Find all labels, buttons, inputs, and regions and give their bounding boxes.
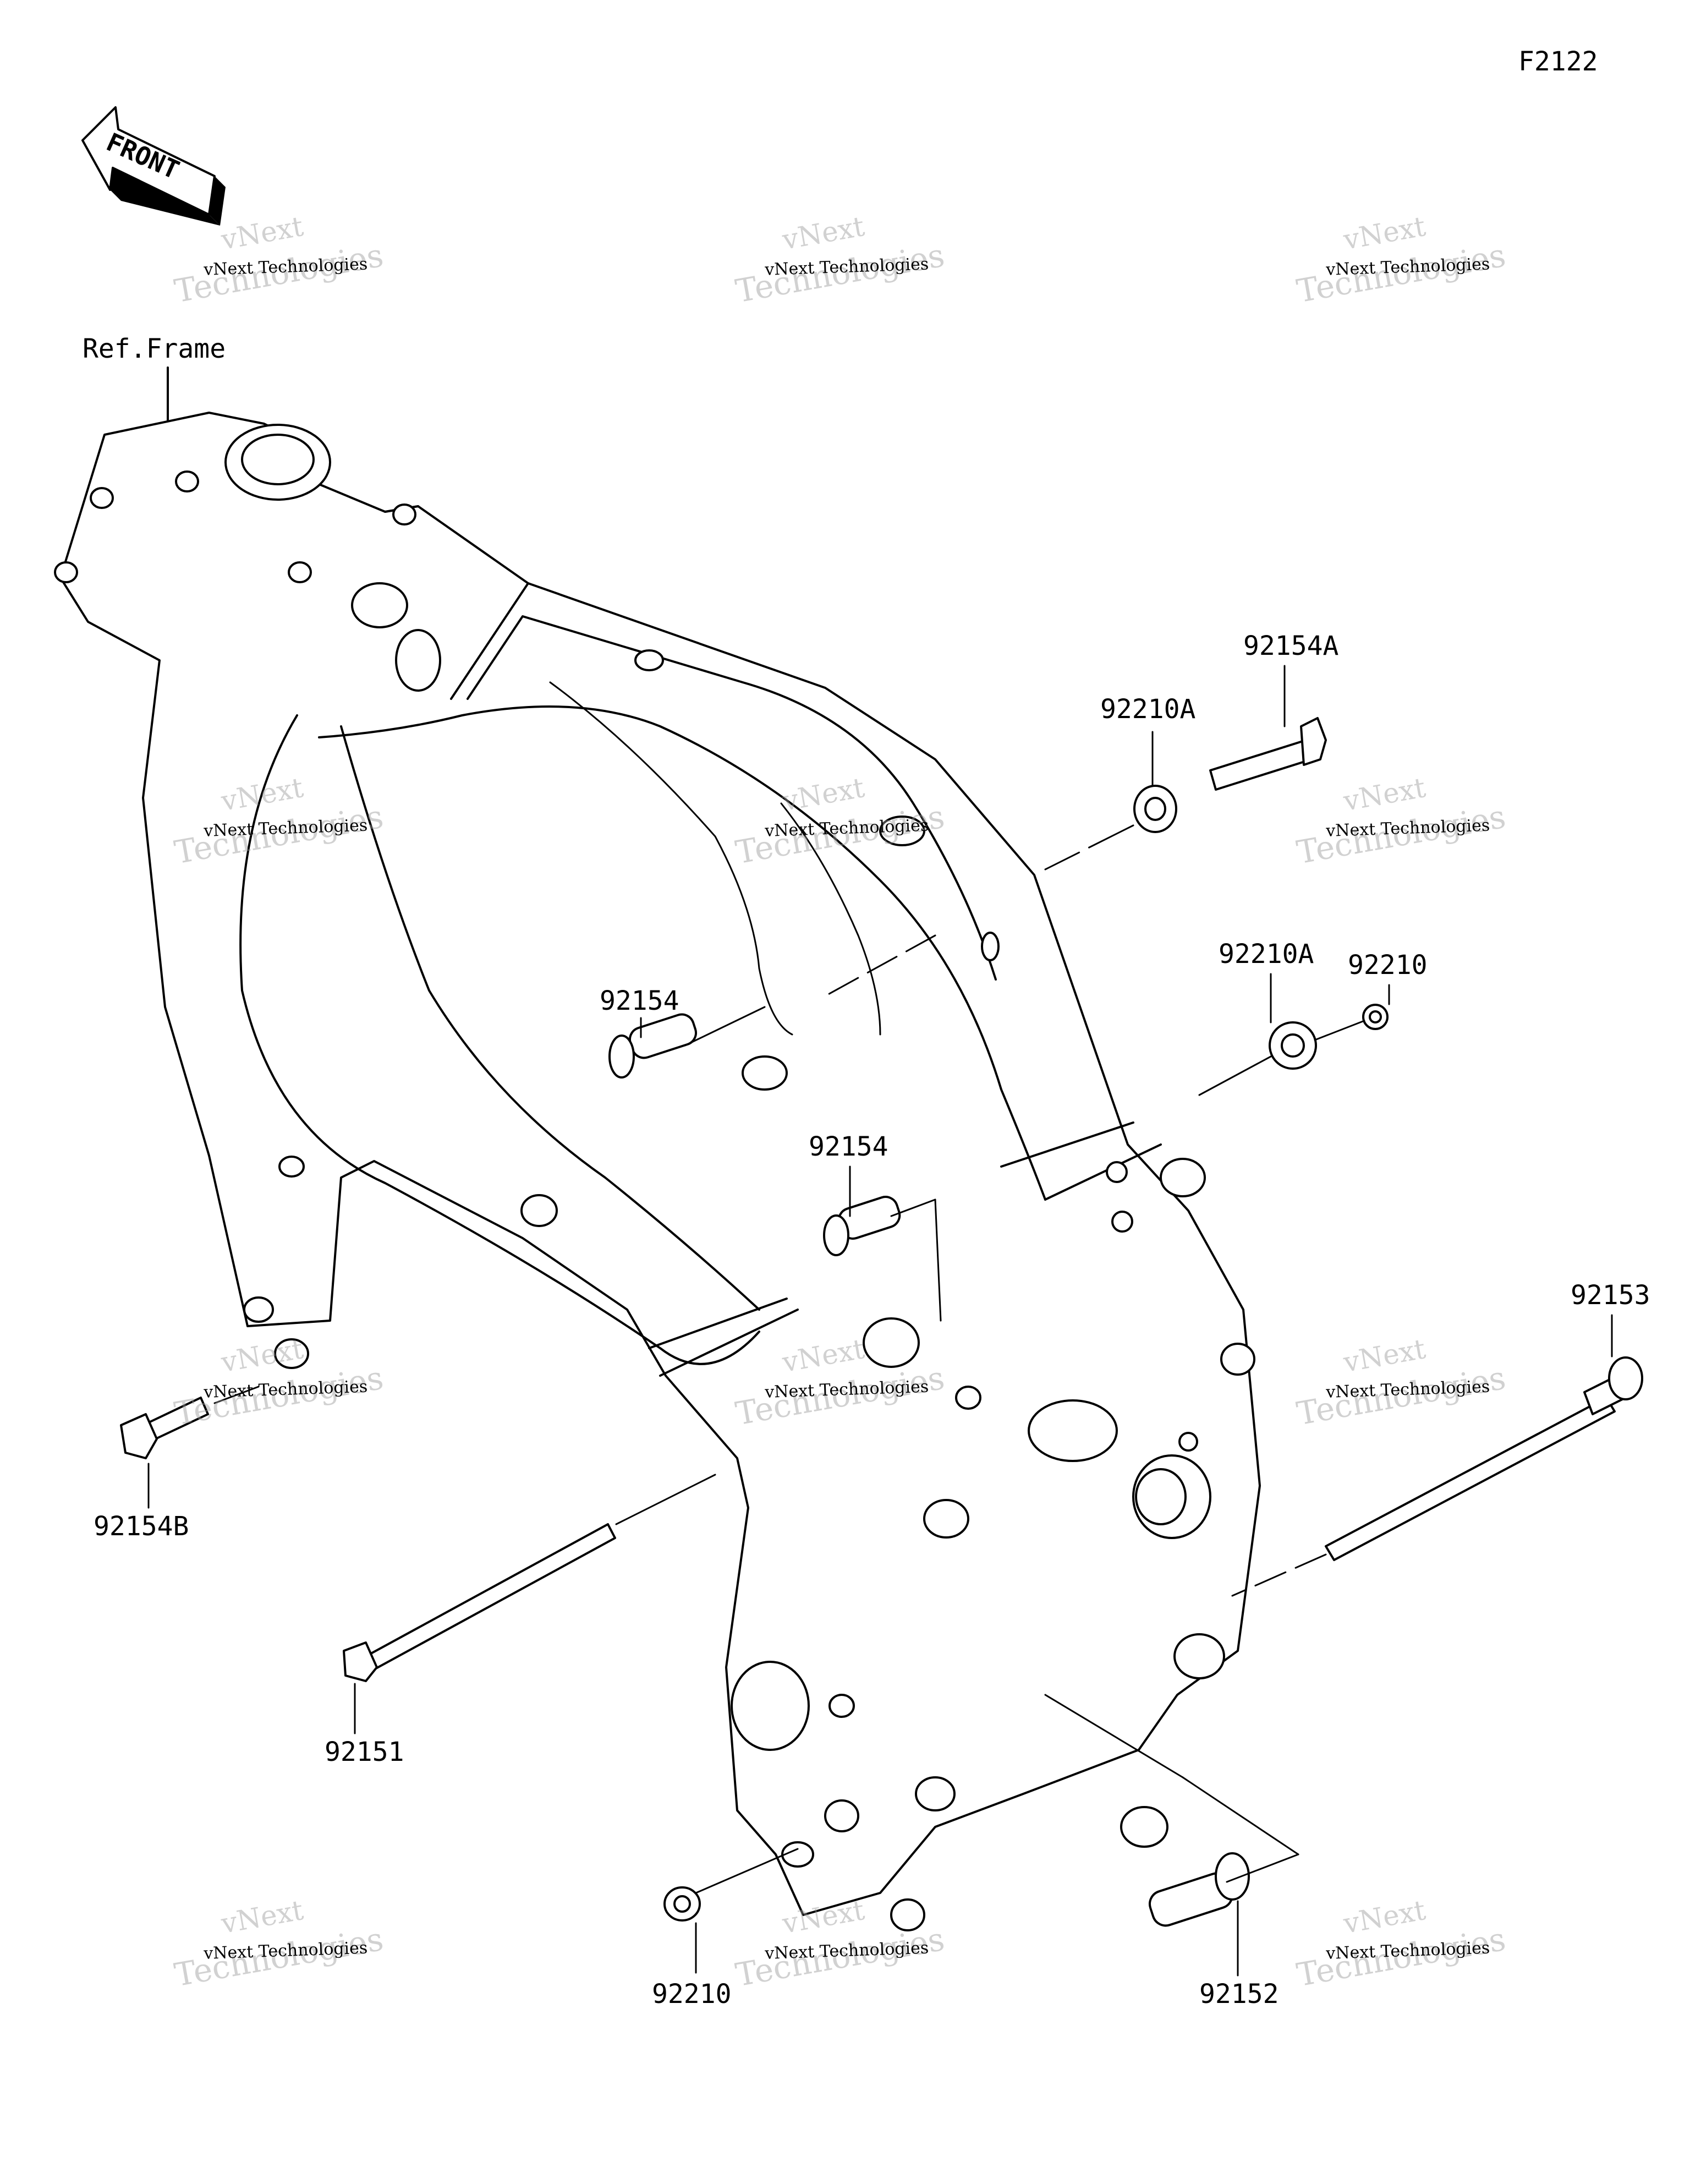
label-92210A-top: 92210A <box>1100 694 1195 725</box>
watermark-vnext-text: vNext <box>218 1894 306 1940</box>
watermark-vnext-text: vNext <box>1341 210 1428 256</box>
nut-92210A-mid-icon <box>1269 1021 1317 1070</box>
label-92210-bottom: 92210 <box>652 1979 732 2010</box>
figure-code: F2122 <box>1518 46 1598 77</box>
bolt-92153-icon <box>1325 1356 1643 1561</box>
label-92152: 92152 <box>1199 1979 1279 2010</box>
nut-92210-right-icon <box>1362 1004 1389 1030</box>
watermark-vnext-text: vNext <box>780 210 867 256</box>
label-92210A-mid: 92210A <box>1219 939 1314 970</box>
watermark-vnext-text: vNext <box>1341 1333 1428 1378</box>
label-92151: 92151 <box>325 1737 404 1767</box>
collar-92154-mid-icon <box>823 1196 901 1256</box>
label-92210-right: 92210 <box>1348 950 1428 981</box>
collar-92152-icon <box>1149 1852 1250 1927</box>
collar-92154-upper-icon <box>608 1013 697 1079</box>
bolt-92154B-icon <box>120 1397 209 1459</box>
nut-92210-bottom-icon <box>663 1886 701 1922</box>
ref-frame-label: Ref.Frame <box>83 333 226 364</box>
watermark-vnext-text: vNext <box>780 1894 867 1940</box>
bolt-92154A-icon <box>1209 717 1327 791</box>
watermark-vnext-text: vNext <box>218 210 306 256</box>
label-92154-upper: 92154 <box>600 986 679 1016</box>
watermark-vnext-text: vNext <box>1341 771 1428 817</box>
front-arrow-icon: FRONT <box>81 106 226 226</box>
watermark-vnext-text: vNext <box>1341 1894 1428 1940</box>
watermark-vnext-text: vNext <box>218 1333 306 1378</box>
label-92154-mid: 92154 <box>809 1131 888 1162</box>
motorcycle-frame <box>54 412 1261 1931</box>
nut-92210A-top-icon <box>1133 785 1177 833</box>
label-92154A: 92154A <box>1243 631 1338 661</box>
bolt-92151-icon <box>343 1523 616 1682</box>
leader-lines <box>147 665 1613 1977</box>
label-92154B: 92154B <box>94 1511 189 1542</box>
label-92153: 92153 <box>1571 1280 1650 1311</box>
